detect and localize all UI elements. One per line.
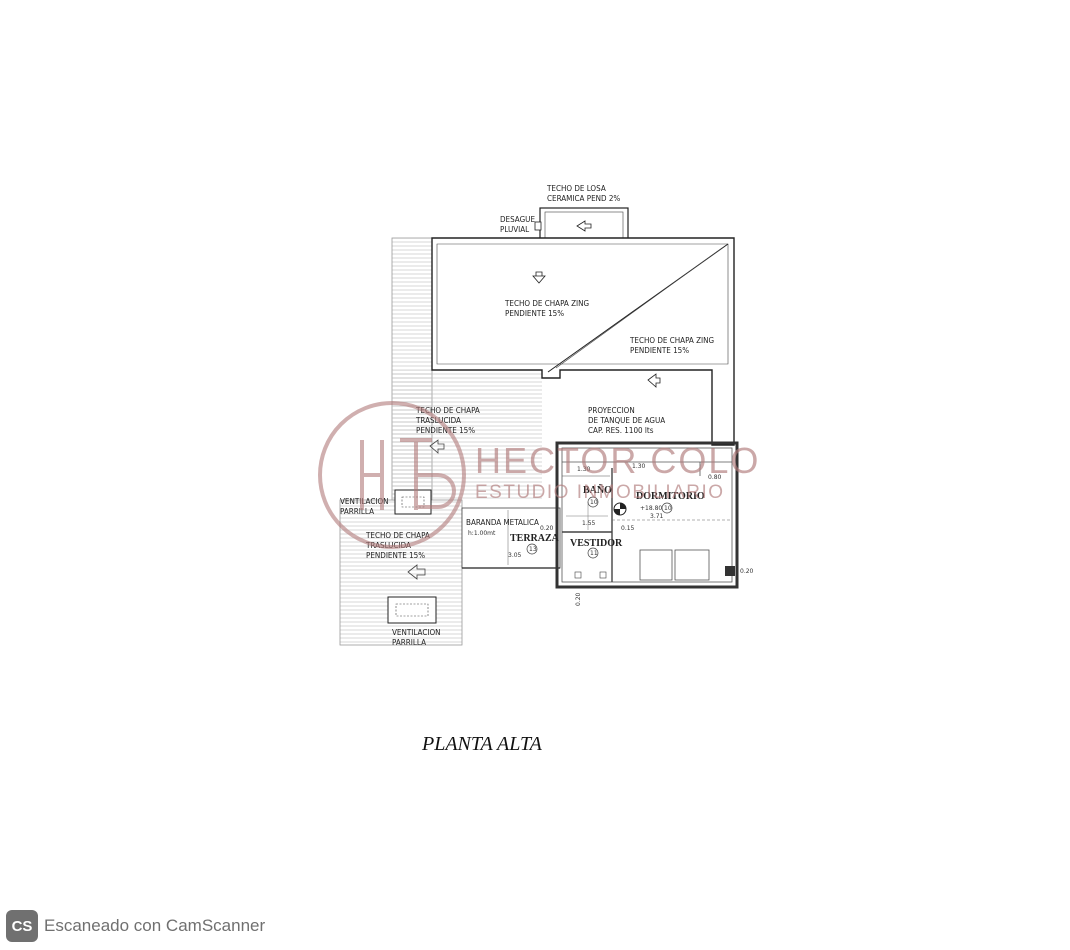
dim-3-71: 3.71: [650, 513, 664, 520]
room-dormitorio-number: 10: [664, 505, 672, 512]
scanner-footer: CS Escaneado con CamScanner: [6, 910, 265, 942]
dim-1-55: 1.55: [582, 520, 596, 527]
room-dormitorio: DORMITORIO: [636, 491, 705, 502]
room-bano: BAÑO: [583, 484, 612, 496]
label-vent-upper: VENTILACION: [340, 497, 389, 506]
label-zinc-roof-b: TECHO DE CHAPA ZING: [629, 336, 714, 345]
watermark-subtitle: ESTUDIO INMOBILIARIO: [475, 482, 725, 503]
slope-arrow-icon: [532, 271, 546, 284]
camscanner-logo-icon: CS: [6, 910, 38, 942]
label-desague: DESAGUE: [500, 215, 535, 224]
label-zinc-roof-a: TECHO DE CHAPA ZING: [504, 299, 589, 308]
slope-arrow-icon: [429, 439, 445, 454]
room-vestidor-number: 11: [590, 550, 598, 557]
label-tank-capacity: CAP. RES. 1100 lts: [588, 426, 654, 435]
dim-1-30-a: 1.30: [577, 466, 591, 473]
level-value: +18.80: [640, 505, 662, 512]
room-terraza: TERRAZA: [510, 533, 560, 544]
dim-3-05: 3.05: [508, 552, 522, 559]
label-railing-height: h:1.00mt: [468, 530, 496, 537]
grill-vent-lower: [387, 596, 437, 624]
terrace-area: [461, 507, 561, 569]
label-zinc-roof-a-slope: PENDIENTE 15%: [505, 309, 564, 318]
label-zinc-roof-b-slope: PENDIENTE 15%: [630, 346, 689, 355]
bedroom-block: [555, 441, 739, 589]
dim-0-20-c: 0.20: [575, 592, 582, 606]
label-translucent-roof-b-slope: PENDIENTE 15%: [366, 551, 425, 560]
slope-arrow-icon: [576, 220, 592, 232]
label-techo-losa-slope: CERAMICA PEND 2%: [547, 194, 620, 203]
floor-plan-drawing: TECHO DE LOSA CERAMICA PEND 2% DESAGUE P…: [318, 184, 760, 755]
label-tank-projection: PROYECCION: [588, 406, 635, 415]
label-translucent-roof-b: TECHO DE CHAPA: [365, 531, 430, 540]
watermark-brand: HECTOR COLO: [475, 440, 760, 481]
label-techo-losa: TECHO DE LOSA: [546, 184, 606, 193]
grill-vent-upper: [394, 489, 432, 515]
room-bano-number: 10: [590, 499, 598, 506]
dim-1-30-b: 1.30: [632, 463, 646, 470]
label-translucent-roof-a: TECHO DE CHAPA: [415, 406, 480, 415]
zinc-roof: [431, 237, 735, 446]
scanner-footer-text: Escaneado con CamScanner: [44, 916, 266, 935]
dim-0-15: 0.15: [621, 525, 635, 532]
label-railing: BARANDA METALICA: [466, 518, 539, 527]
watermark-logo-icon: [318, 401, 466, 549]
drawing-title: PLANTA ALTA: [421, 733, 543, 755]
dim-0-20-b: 0.20: [740, 568, 754, 575]
label-tank-projection-2: DE TANQUE DE AGUA: [588, 416, 665, 425]
ceramic-slab-roof: [534, 207, 629, 241]
column-marker: [725, 566, 735, 576]
label-vent-lower: VENTILACION: [392, 628, 441, 637]
slope-arrow-icon: [407, 564, 426, 580]
label-vent-upper-2: PARRILLA: [340, 507, 374, 516]
slope-arrow-icon: [647, 373, 661, 388]
label-vent-lower-2: PARRILLA: [392, 638, 426, 647]
dim-0-20-a: 0.20: [540, 525, 554, 532]
drain-marker: [534, 221, 542, 231]
dim-0-80: 0.80: [708, 474, 722, 481]
label-pluvial: PLUVIAL: [500, 225, 529, 234]
room-terraza-number: 13: [529, 546, 537, 553]
label-translucent-roof-a-slope: PENDIENTE 15%: [416, 426, 475, 435]
watermark: HECTOR COLO ESTUDIO INMOBILIARIO: [318, 401, 760, 549]
room-vestidor: VESTIDOR: [570, 538, 623, 549]
